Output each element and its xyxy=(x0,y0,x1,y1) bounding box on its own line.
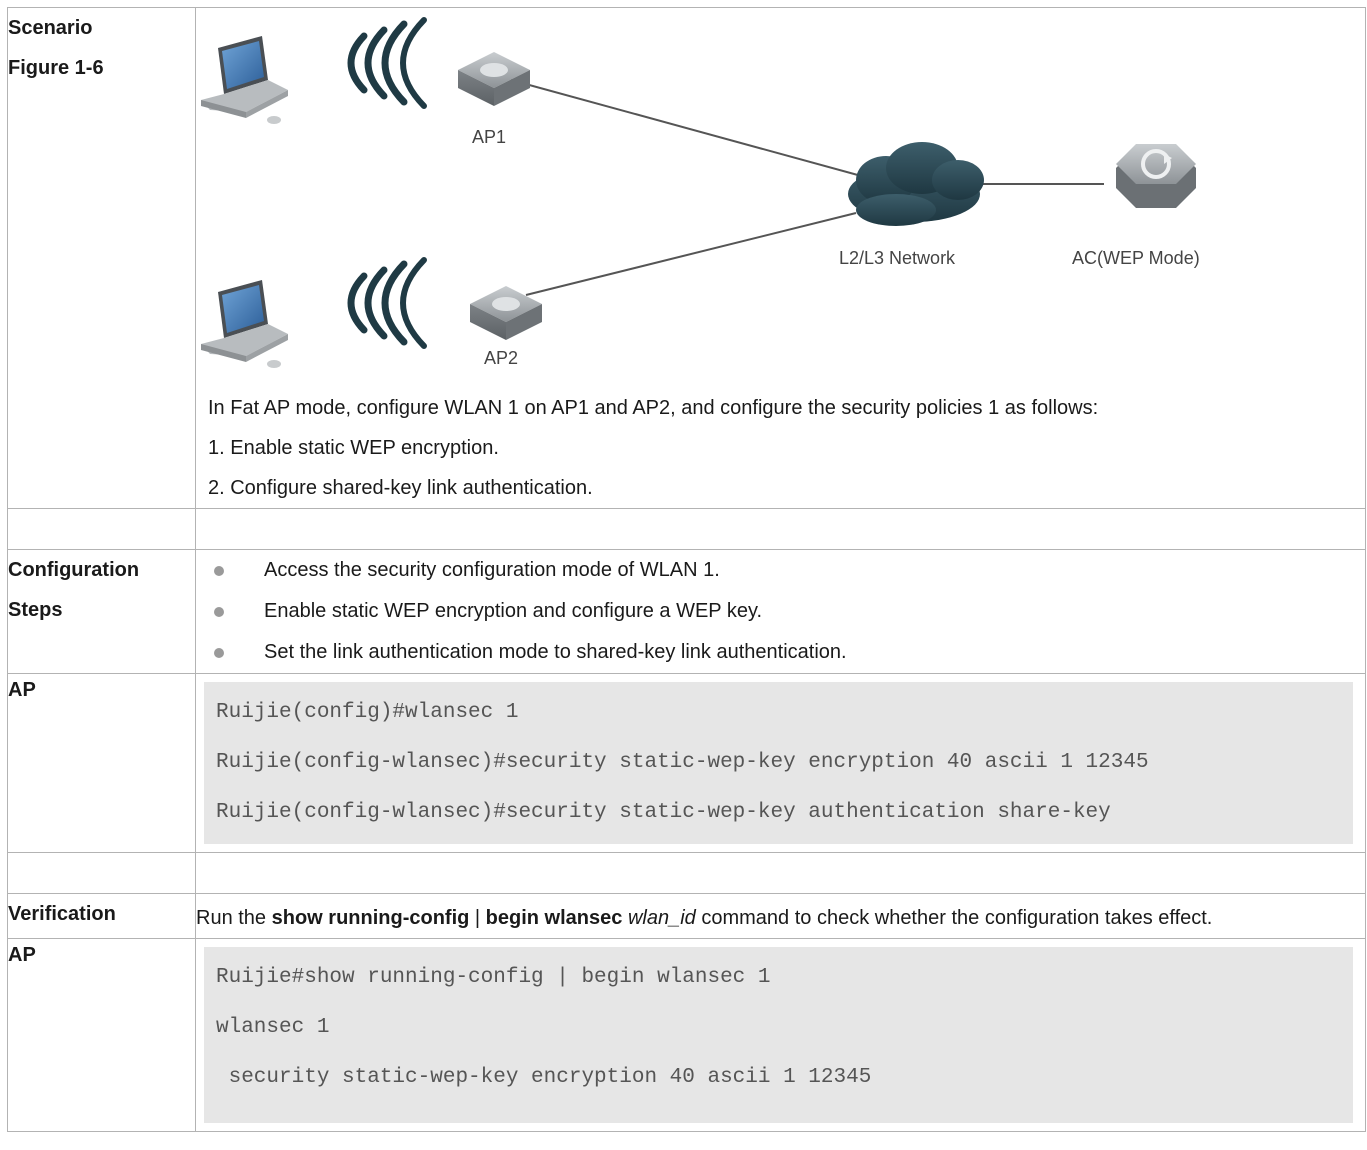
network-label: L2/L3 Network xyxy=(839,248,956,268)
figure-label: Figure 1-6 xyxy=(8,57,104,79)
verification-pipe: | xyxy=(469,907,486,929)
ap-verify-code-cell: Ruijie#show running-config | begin wlans… xyxy=(195,938,1366,1132)
step-bullet: Set the link authentication mode to shar… xyxy=(196,632,1365,673)
ap-config-code-cell: Ruijie(config)#wlansec 1 Ruijie(config-w… xyxy=(195,673,1366,853)
code-line: Ruijie(config-wlansec)#security static-w… xyxy=(216,751,1149,774)
verification-label: Verification xyxy=(8,903,116,925)
scenario-label: Scenario xyxy=(8,17,93,39)
scenario-item-1: 1. Enable static WEP encryption. xyxy=(208,437,499,459)
scenario-content-cell: AP1 xyxy=(195,7,1366,509)
configuration-label: Configuration xyxy=(8,559,140,581)
ac-controller-icon xyxy=(1116,144,1196,208)
steps-label: Steps xyxy=(8,599,63,621)
laptop-2-icon xyxy=(201,280,288,368)
network-cloud-icon xyxy=(848,142,984,226)
configuration-table: Scenario Figure 1-6 xyxy=(7,7,1366,1132)
bullet-icon xyxy=(214,566,224,576)
verification-text-end: command to check whether the configurati… xyxy=(695,907,1213,929)
step-bullet: Enable static WEP encryption and configu… xyxy=(196,591,1365,632)
scenario-row: Scenario Figure 1-6 xyxy=(7,7,1366,509)
spacer-row xyxy=(7,508,1366,550)
configuration-steps-row: Configuration Steps Access the security … xyxy=(7,549,1366,674)
step-bullet: Access the security configuration mode o… xyxy=(196,550,1365,591)
code-line: security static-wep-key encryption 40 as… xyxy=(216,1066,872,1089)
link-ap1-network xyxy=(510,79,877,181)
ap1-icon xyxy=(458,52,530,106)
verification-command: show running-config xyxy=(271,907,470,929)
bullet-icon xyxy=(214,648,224,658)
configuration-steps-label-cell: Configuration Steps xyxy=(7,549,196,674)
ap-config-row: AP Ruijie(config)#wlansec 1 Ruijie(confi… xyxy=(7,673,1366,853)
ap2-icon xyxy=(470,286,542,340)
configuration-steps-cell: Access the security configuration mode o… xyxy=(195,549,1366,674)
step-text: Set the link authentication mode to shar… xyxy=(264,641,847,663)
wireless-signal-2-icon xyxy=(347,257,427,349)
scenario-item-2: 2. Configure shared-key link authenticat… xyxy=(208,477,593,499)
code-line: Ruijie(config-wlansec)#security static-w… xyxy=(216,801,1111,824)
code-line: Ruijie#show running-config | begin wlans… xyxy=(216,966,771,989)
verification-argument: wlan_id xyxy=(627,907,696,929)
code-line: wlansec 1 xyxy=(216,1016,330,1039)
step-text: Enable static WEP encryption and configu… xyxy=(264,600,763,622)
verification-command-2: begin wlansec xyxy=(485,907,623,929)
spacer-row xyxy=(7,852,1366,894)
bullet-icon xyxy=(214,607,224,617)
verification-row: Verification Run the show running-config… xyxy=(7,893,1366,939)
ap-config-label: AP xyxy=(8,679,36,701)
verification-label-cell: Verification xyxy=(7,893,196,939)
ap1-label: AP1 xyxy=(472,127,506,147)
ap-verify-code-block: Ruijie#show running-config | begin wlans… xyxy=(204,947,1353,1123)
ap-verify-label: AP xyxy=(8,944,36,966)
laptop-1-icon xyxy=(201,36,288,124)
code-line: Ruijie(config)#wlansec 1 xyxy=(216,701,519,724)
network-topology-diagram: AP1 xyxy=(201,17,1200,368)
scenario-label-cell: Scenario Figure 1-6 xyxy=(7,7,196,509)
step-text: Access the security configuration mode o… xyxy=(264,559,720,581)
ap-config-code-block: Ruijie(config)#wlansec 1 Ruijie(config-w… xyxy=(204,682,1353,844)
wireless-signal-1-icon xyxy=(347,17,427,109)
ap-config-label-cell: AP xyxy=(7,673,196,853)
ap-verify-label-cell: AP xyxy=(7,938,196,1132)
ac-label: AC(WEP Mode) xyxy=(1072,248,1200,268)
ap2-label: AP2 xyxy=(484,348,518,368)
scenario-description: In Fat AP mode, configure WLAN 1 on AP1 … xyxy=(208,397,1099,419)
verification-text-run: Run the xyxy=(196,907,272,929)
ap-verify-row: AP Ruijie#show running-config | begin wl… xyxy=(7,938,1366,1132)
verification-text: Run the show running-config | begin wlan… xyxy=(195,893,1366,939)
link-ap2-network xyxy=(525,212,857,296)
